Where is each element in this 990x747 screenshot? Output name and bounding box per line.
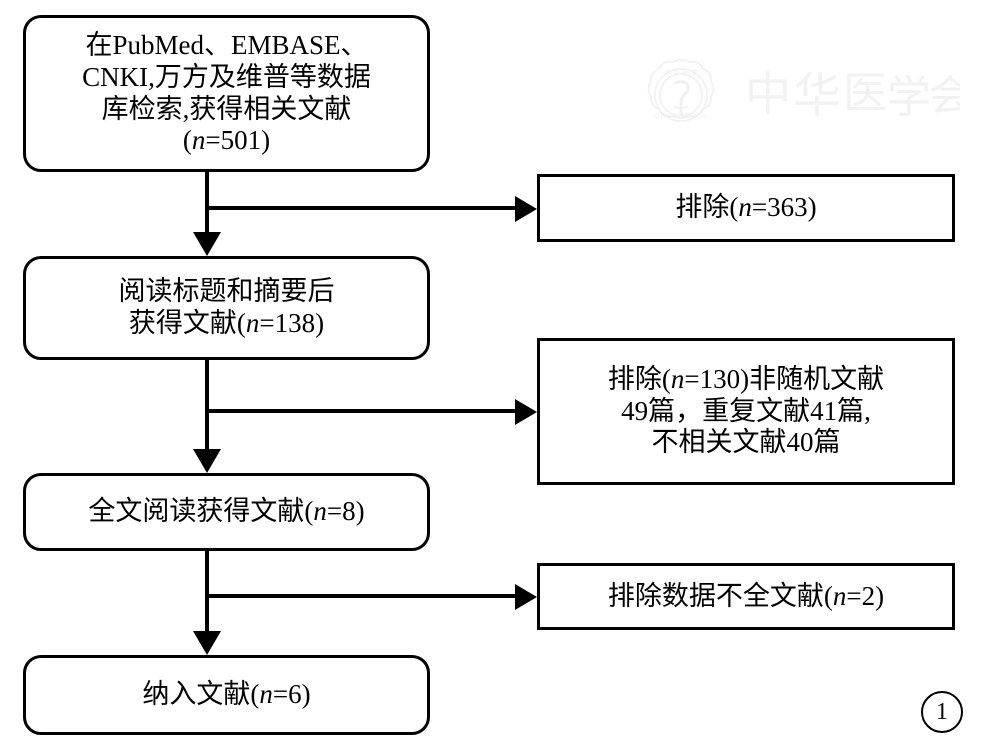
box-title-abstract-screening: 阅读标题和摘要后获得文献(n=138) <box>23 256 430 360</box>
box-fulltext-review: 全文阅读获得文献(n=8) <box>23 473 430 551</box>
box-excluded-stage-1: 排除(n=363) <box>537 174 955 242</box>
connector-vertical-1 <box>205 172 209 234</box>
box-database-search-label: 在PubMed、EMBASE、CNKI,万方及维普等数据库检索,获得相关文献(n… <box>82 29 371 156</box>
box-excluded-stage-1-label: 排除(n=363) <box>675 192 817 223</box>
box-database-search: 在PubMed、EMBASE、CNKI,万方及维普等数据库检索,获得相关文献(n… <box>23 15 430 172</box>
svg-text:CHINESE MEDICAL: CHINESE MEDICAL <box>653 114 709 120</box>
svg-text:医: 医 <box>843 69 887 118</box>
connector-horizontal-2 <box>207 409 517 413</box>
arrowhead-right-2 <box>515 399 537 425</box>
box-title-abstract-screening-label: 阅读标题和摘要后获得文献(n=138) <box>118 276 335 338</box>
svg-text:华: 华 <box>793 70 841 123</box>
box-fulltext-review-label: 全文阅读获得文献(n=8) <box>88 496 365 527</box>
arrowhead-down-2 <box>193 449 221 473</box>
box-included-studies-label: 纳入文献(n=6) <box>142 679 311 710</box>
connector-vertical-2 <box>205 360 209 450</box>
svg-text:会: 会 <box>929 74 960 120</box>
svg-text:学: 学 <box>887 73 931 122</box>
watermark: 中 华 医 学 CHINESE MEDICAL 中 华 医 学 会 <box>645 48 960 138</box>
seal-logo-icon: 中 华 医 学 CHINESE MEDICAL <box>647 59 715 122</box>
arrowhead-right-1 <box>515 196 537 222</box>
figure-number-label: 1 <box>936 699 948 725</box>
box-excluded-stage-3-label: 排除数据不全文献(n=2) <box>607 580 885 611</box>
connector-horizontal-1 <box>207 206 517 210</box>
arrowhead-down-3 <box>193 631 221 655</box>
arrowhead-right-3 <box>515 584 537 610</box>
svg-text:中: 中 <box>745 69 791 120</box>
watermark-text: 中 华 医 学 会 <box>745 69 960 123</box>
box-excluded-stage-3: 排除数据不全文献(n=2) <box>537 563 955 630</box>
connector-vertical-3 <box>205 551 209 632</box>
svg-text:中 华 医 学: 中 华 医 学 <box>664 68 698 77</box>
connector-horizontal-3 <box>207 594 517 598</box>
figure-number-badge: 1 <box>921 691 963 733</box>
arrowhead-down-1 <box>193 232 221 256</box>
box-included-studies: 纳入文献(n=6) <box>23 655 430 735</box>
